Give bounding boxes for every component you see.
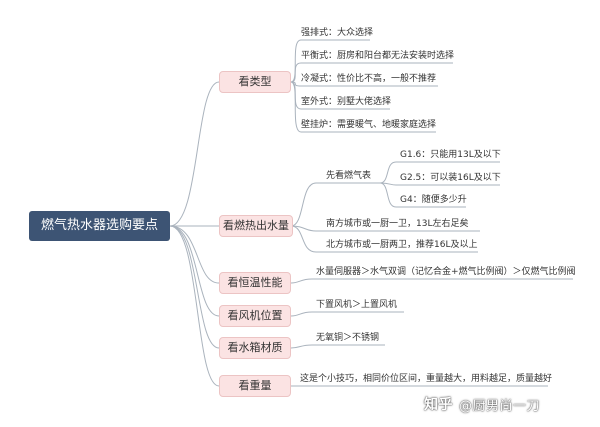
type-item-outdoor: 室外式：别墅大佬选择	[301, 97, 392, 107]
flow-north: 北方城市或一厨两卫，推荐16L及以上	[326, 240, 478, 250]
meter-item-g25: G2.5：可以装16L及以下	[400, 173, 501, 183]
connector-meter-2	[379, 182, 466, 208]
connector-type-0	[290, 39, 370, 83]
type-item-strong-exhaust: 强排式：大众选择	[301, 28, 374, 38]
connector-type-1	[290, 62, 453, 83]
category-fan[interactable]: 看风机位置	[219, 305, 291, 327]
connector-meter-1	[379, 182, 500, 186]
connector-flow-meter	[290, 182, 380, 227]
watermark-author: @厨男尚一刀	[459, 398, 541, 414]
type-item-condensing: 冷凝式：性价比不高，一般不推荐	[301, 74, 437, 84]
root-node[interactable]: 燃气热水器选购要点	[29, 211, 170, 241]
connector-type-4	[290, 81, 436, 133]
connector-root-weight	[169, 225, 220, 387]
type-item-balanced: 平衡式：厨房和阳台都无法安装时选择	[301, 51, 455, 61]
flow-meter-label: 先看燃气表	[326, 171, 372, 181]
category-thermostat[interactable]: 看恒温性能	[219, 272, 291, 294]
connector-root-tank	[169, 225, 220, 349]
fan-item: 下置风机＞上置风机	[316, 300, 398, 310]
connector-flow-south	[290, 225, 480, 232]
type-item-wall-boiler: 壁挂炉：需要暖气、地暖家庭选择	[301, 120, 437, 130]
connector-flow-north	[290, 225, 478, 253]
category-type[interactable]: 看类型	[219, 71, 291, 93]
category-weight[interactable]: 看重量	[219, 375, 291, 397]
connector-fan-0	[290, 311, 404, 317]
connector-root-fan	[169, 225, 220, 317]
connector-tank-0	[290, 344, 385, 349]
category-flow[interactable]: 看燃热出水量	[219, 215, 293, 237]
weight-item: 这是个小技巧，相同价位区间，重量越大，用料越足，质量越好	[300, 374, 553, 384]
category-tank[interactable]: 看水箱材质	[219, 337, 291, 359]
watermark: 知乎 @厨男尚一刀	[424, 394, 540, 414]
connector-meter-0	[379, 161, 500, 184]
thermostat-item: 水量伺服器＞水气双调（记忆合金+燃气比例阀）＞仅燃气比例阀	[316, 267, 576, 277]
tank-item: 无氧铜＞不锈钢	[316, 333, 380, 343]
meter-item-g4: G4：随便多少升	[400, 195, 467, 205]
meter-item-g16: G1.6：只能用13L及以下	[400, 150, 501, 160]
connector-root-type	[169, 81, 220, 227]
flow-south: 南方城市或一厨一卫，13L左右足矣	[326, 219, 469, 229]
connector-thermo-0	[290, 278, 573, 284]
connector-root-thermo	[169, 225, 220, 284]
zhihu-logo: 知乎	[424, 397, 453, 413]
